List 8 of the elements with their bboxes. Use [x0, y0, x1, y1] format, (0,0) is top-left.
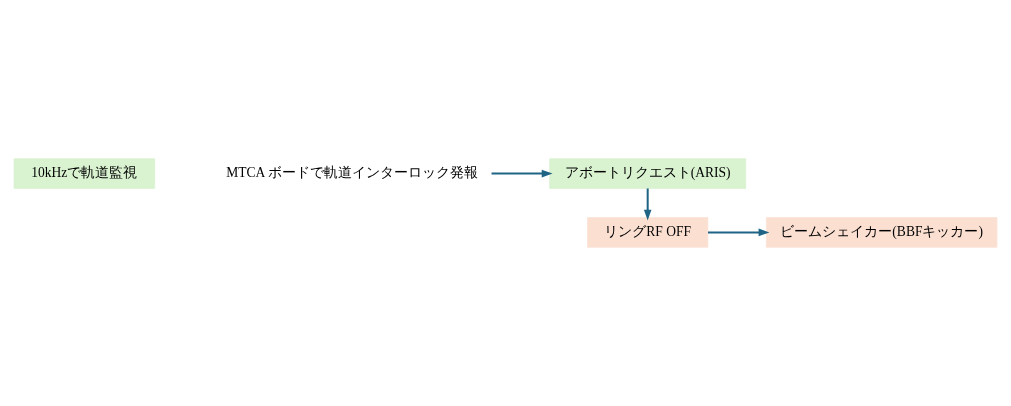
node-box: リングRF OFF — [587, 217, 709, 248]
node-box: 10kHzで軌道監視 — [13, 158, 156, 189]
node-box: ビームシェイカー(BBFキッカー) — [766, 217, 998, 248]
node-text: MTCA ボードで軌道インターロック発報 — [226, 164, 478, 180]
arrow — [643, 188, 652, 221]
node-box: アボートリクエスト(ARIS) — [549, 158, 747, 189]
arrow — [491, 169, 553, 178]
arrow — [708, 228, 770, 237]
